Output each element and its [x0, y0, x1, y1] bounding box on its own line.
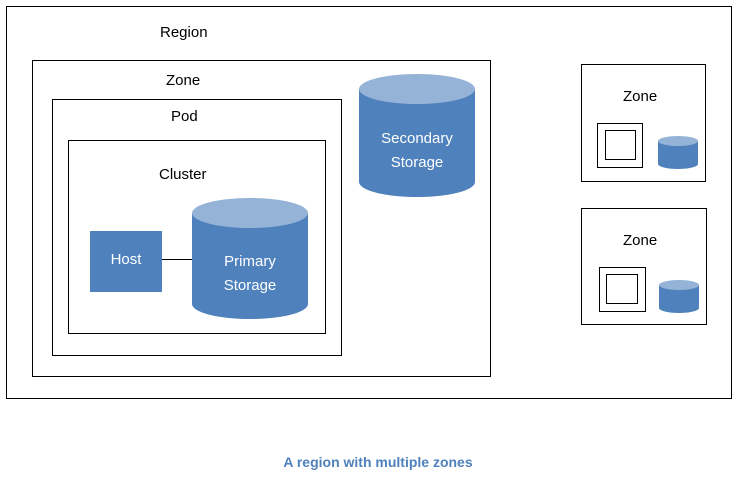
host-label: Host [110, 251, 142, 268]
primary-storage-label-line2: Storage [223, 277, 277, 294]
host-node: Host [90, 231, 162, 292]
zone-label-side-1: Zone [623, 88, 658, 105]
host-storage-connector [162, 259, 192, 260]
zone-1-storage-cylinder [658, 136, 698, 169]
secondary-storage-label-line1: Secondary [381, 130, 453, 147]
diagram-caption: A region with multiple zones [283, 454, 473, 470]
region-label: Region [160, 24, 208, 41]
secondary-storage-label-line2: Storage [390, 154, 444, 171]
zone-1-pod-inner [605, 130, 636, 160]
secondary-storage-shape [359, 74, 475, 197]
secondary-storage-cylinder: Secondary Storage [359, 74, 475, 197]
cluster-label: Cluster [159, 166, 207, 183]
zone-label-side-2: Zone [623, 232, 658, 249]
zone-label-main: Zone [166, 72, 201, 89]
primary-storage-label-line1: Primary [224, 253, 276, 270]
pod-label: Pod [171, 108, 198, 125]
primary-storage-shape [192, 198, 308, 319]
zone-1-storage-shape [658, 136, 698, 169]
zone-2-storage-cylinder [659, 280, 699, 313]
zone-2-storage-shape [659, 280, 699, 313]
primary-storage-cylinder: Primary Storage [192, 198, 308, 319]
zone-2-pod-inner [606, 274, 638, 304]
